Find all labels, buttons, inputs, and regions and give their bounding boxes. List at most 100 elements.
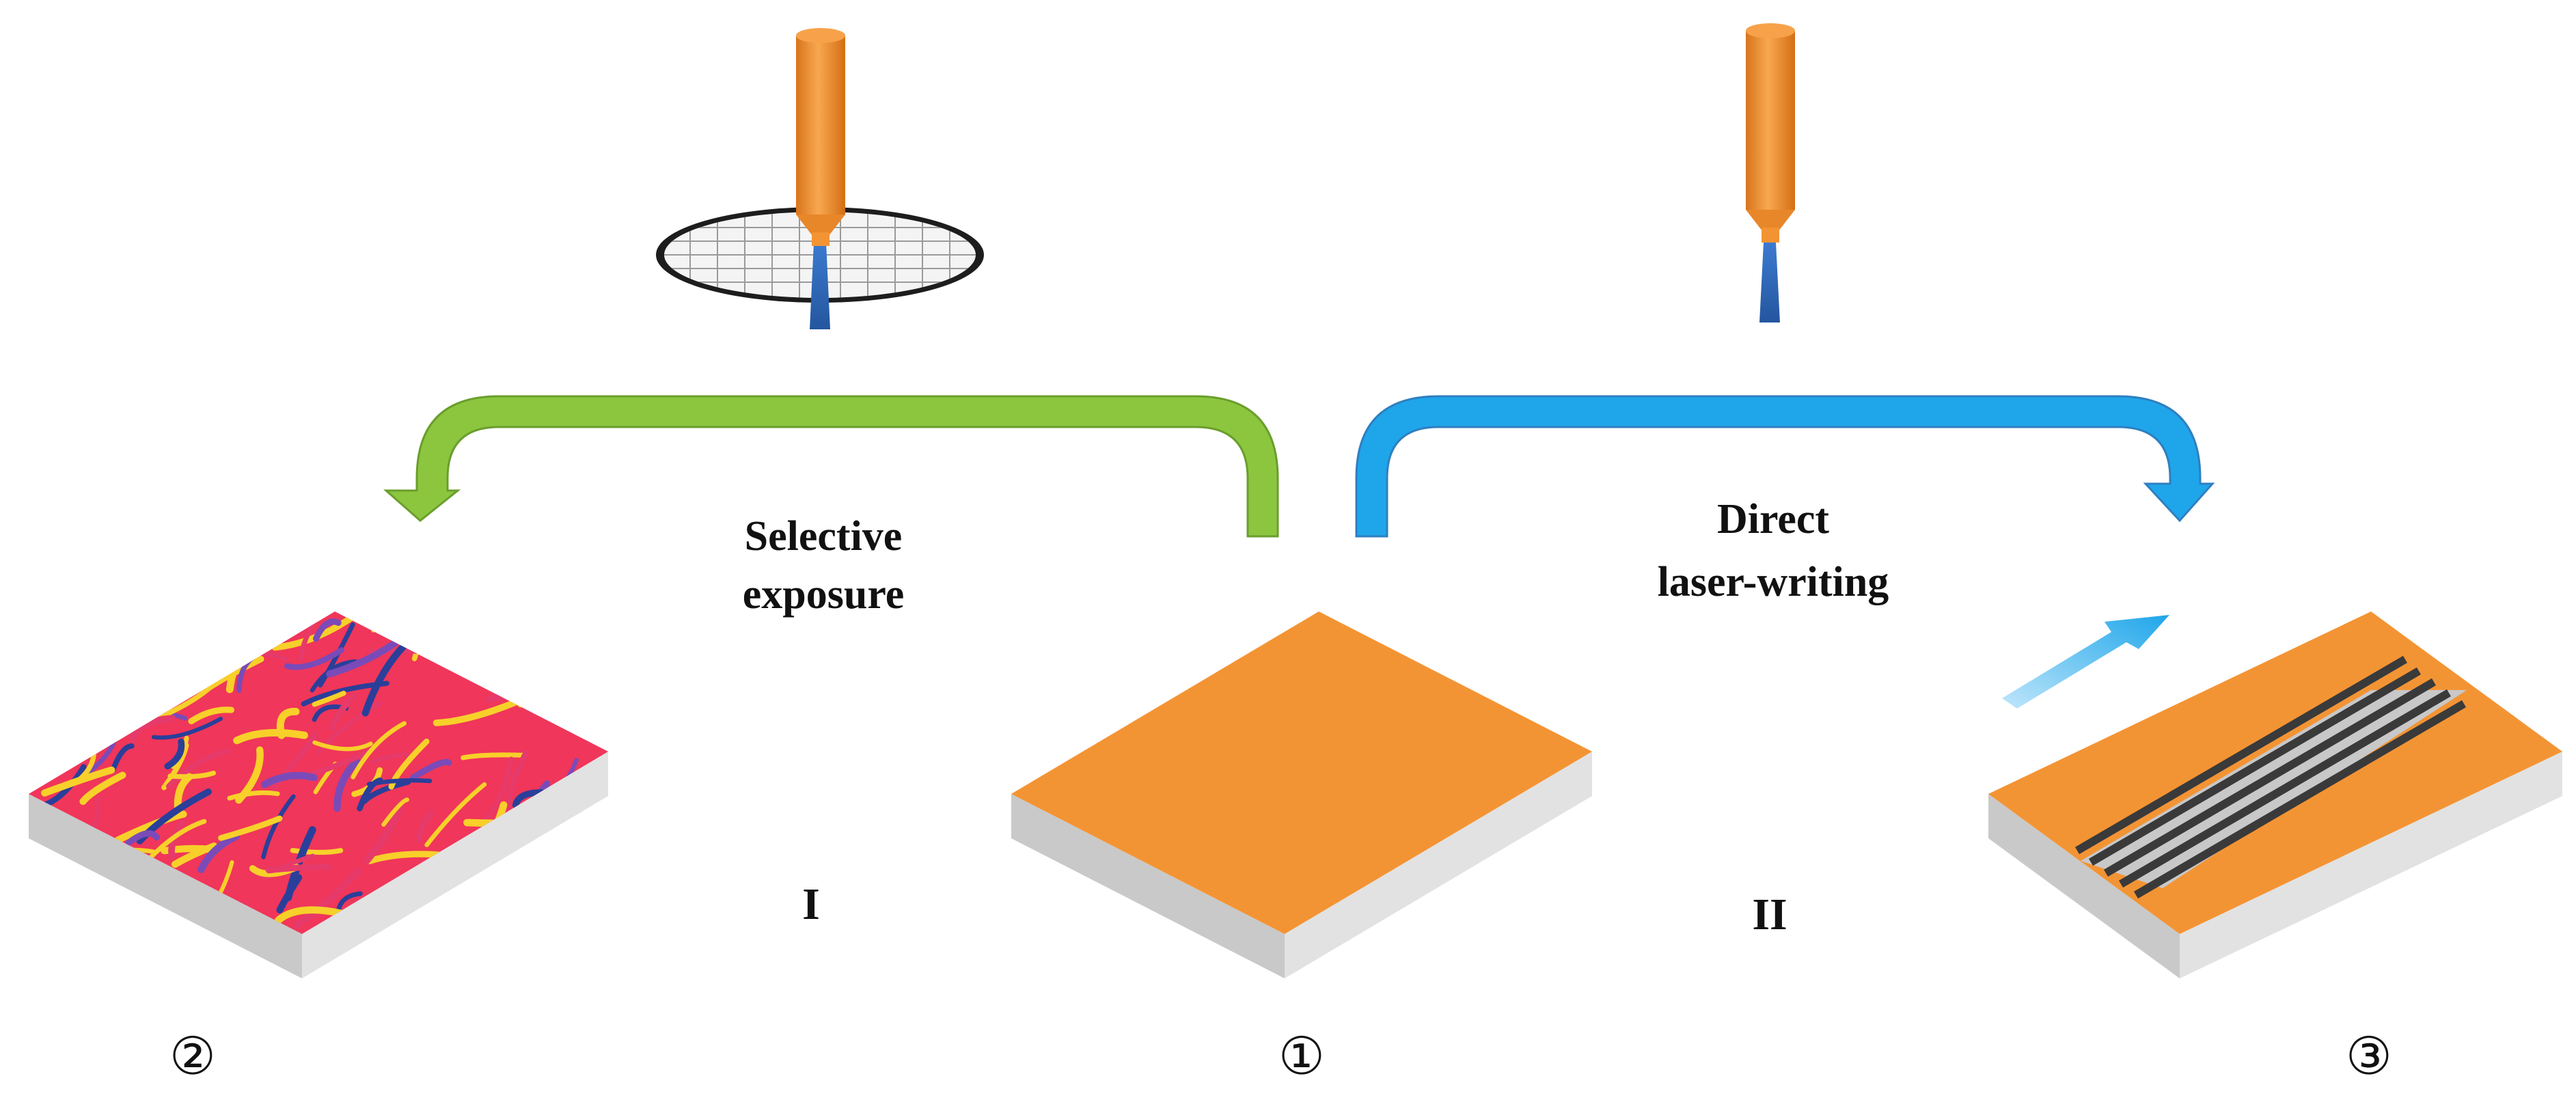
pattern-stroke — [159, 634, 200, 709]
pattern-stroke — [70, 611, 88, 646]
pattern-stroke — [92, 649, 120, 684]
pattern-stroke — [480, 900, 519, 913]
pattern-stroke — [591, 796, 608, 874]
pattern-stroke — [599, 892, 608, 912]
pattern-stroke — [460, 637, 510, 658]
pattern-stroke — [371, 611, 398, 633]
sample-number-right: ③ — [2346, 1026, 2392, 1086]
pattern-stroke — [592, 611, 608, 614]
pattern-stroke — [188, 706, 235, 725]
pattern-stroke — [217, 611, 244, 649]
sample-uniform-film — [1011, 611, 1592, 978]
pattern-stroke — [312, 618, 342, 642]
pattern-stroke — [512, 789, 545, 809]
pattern-stroke — [122, 611, 208, 620]
laser-nozzle-icon — [796, 28, 845, 329]
pattern-stroke — [399, 923, 473, 931]
pattern-stroke — [80, 642, 112, 655]
pattern-stroke — [310, 659, 358, 693]
pattern-stroke — [348, 611, 411, 616]
pattern-stroke — [233, 728, 308, 745]
pattern-stroke — [541, 905, 579, 929]
pattern-stroke — [38, 866, 89, 883]
pattern-stroke — [111, 631, 143, 670]
pattern-stroke — [276, 874, 303, 913]
pattern-stroke — [79, 771, 126, 806]
pattern-stroke — [41, 766, 115, 797]
selective-exposure-arrow — [383, 395, 1279, 538]
pattern-stroke — [284, 647, 344, 670]
pattern-stroke — [66, 657, 103, 685]
pattern-stroke — [351, 721, 407, 780]
pattern-stroke — [123, 611, 140, 624]
pattern-stroke — [164, 739, 185, 770]
pattern-stroke — [497, 870, 566, 881]
pattern-stroke — [422, 611, 463, 643]
pattern-stroke — [456, 909, 499, 932]
pattern-stroke — [52, 713, 122, 746]
pattern-stroke — [573, 822, 608, 842]
pattern-stroke — [409, 758, 452, 781]
pattern-stroke — [148, 616, 218, 655]
pattern-stroke — [128, 715, 176, 743]
pattern-stroke — [381, 797, 409, 827]
pattern-stroke — [168, 820, 186, 860]
pattern-stroke — [168, 611, 191, 651]
pattern-stroke — [152, 717, 223, 740]
pattern-stroke — [447, 895, 515, 910]
pattern-stroke — [415, 810, 435, 843]
pattern-stroke — [561, 611, 608, 618]
process-label-left-line2: exposure — [743, 571, 905, 618]
pattern-stroke — [487, 910, 520, 934]
pattern-stroke — [36, 863, 62, 926]
pattern-stroke — [577, 616, 607, 661]
pattern-stroke — [298, 611, 329, 662]
pattern-stroke — [461, 752, 527, 760]
pattern-stroke — [328, 692, 359, 732]
pattern-stroke — [452, 626, 512, 645]
pattern-stroke — [254, 611, 294, 622]
pattern-stroke — [29, 698, 78, 759]
pattern-stroke — [517, 663, 585, 708]
pattern-stroke — [166, 748, 231, 789]
process-label-right-line1: Direct — [1717, 496, 1829, 542]
pattern-stroke — [271, 731, 319, 792]
pattern-stroke — [411, 611, 451, 661]
pattern-stroke — [585, 714, 608, 744]
sample-patterned-film — [29, 553, 608, 978]
pattern-stroke — [42, 764, 87, 808]
pattern-stroke — [537, 635, 570, 685]
pattern-stroke — [573, 870, 608, 890]
process-label-left-line1: Selective — [745, 513, 903, 560]
pattern-stroke — [36, 661, 86, 675]
laser-beam — [1759, 243, 1780, 322]
pattern-stroke — [515, 654, 558, 670]
pattern-stroke — [514, 891, 536, 930]
route-label-left: I — [802, 879, 820, 929]
pattern-stroke — [167, 770, 217, 780]
laser-beam — [810, 243, 830, 329]
pattern-stroke — [563, 553, 592, 609]
direct-writing-arrow — [1355, 395, 2215, 538]
sample-laser-written-film — [1988, 611, 2562, 978]
pattern-stroke — [424, 782, 487, 847]
pattern-stroke — [236, 611, 272, 636]
pattern-stroke — [592, 630, 608, 693]
pattern-stroke — [361, 637, 412, 717]
pattern-stroke — [74, 716, 109, 744]
pattern-stroke — [605, 611, 608, 616]
pattern-stroke — [582, 611, 608, 612]
pattern-stroke — [370, 752, 409, 765]
pattern-stroke — [290, 848, 344, 855]
pattern-stroke — [433, 699, 519, 726]
pattern-stroke — [312, 740, 373, 752]
pattern-stroke — [71, 903, 120, 916]
process-label-right-line2: laser-writing — [1658, 559, 1889, 605]
pattern-stroke — [110, 743, 135, 773]
pattern-stroke — [312, 690, 346, 707]
pattern-stroke — [479, 756, 514, 827]
sample-number-left: ② — [169, 1026, 216, 1086]
pattern-stroke — [503, 750, 530, 812]
pattern-stroke — [106, 682, 177, 709]
